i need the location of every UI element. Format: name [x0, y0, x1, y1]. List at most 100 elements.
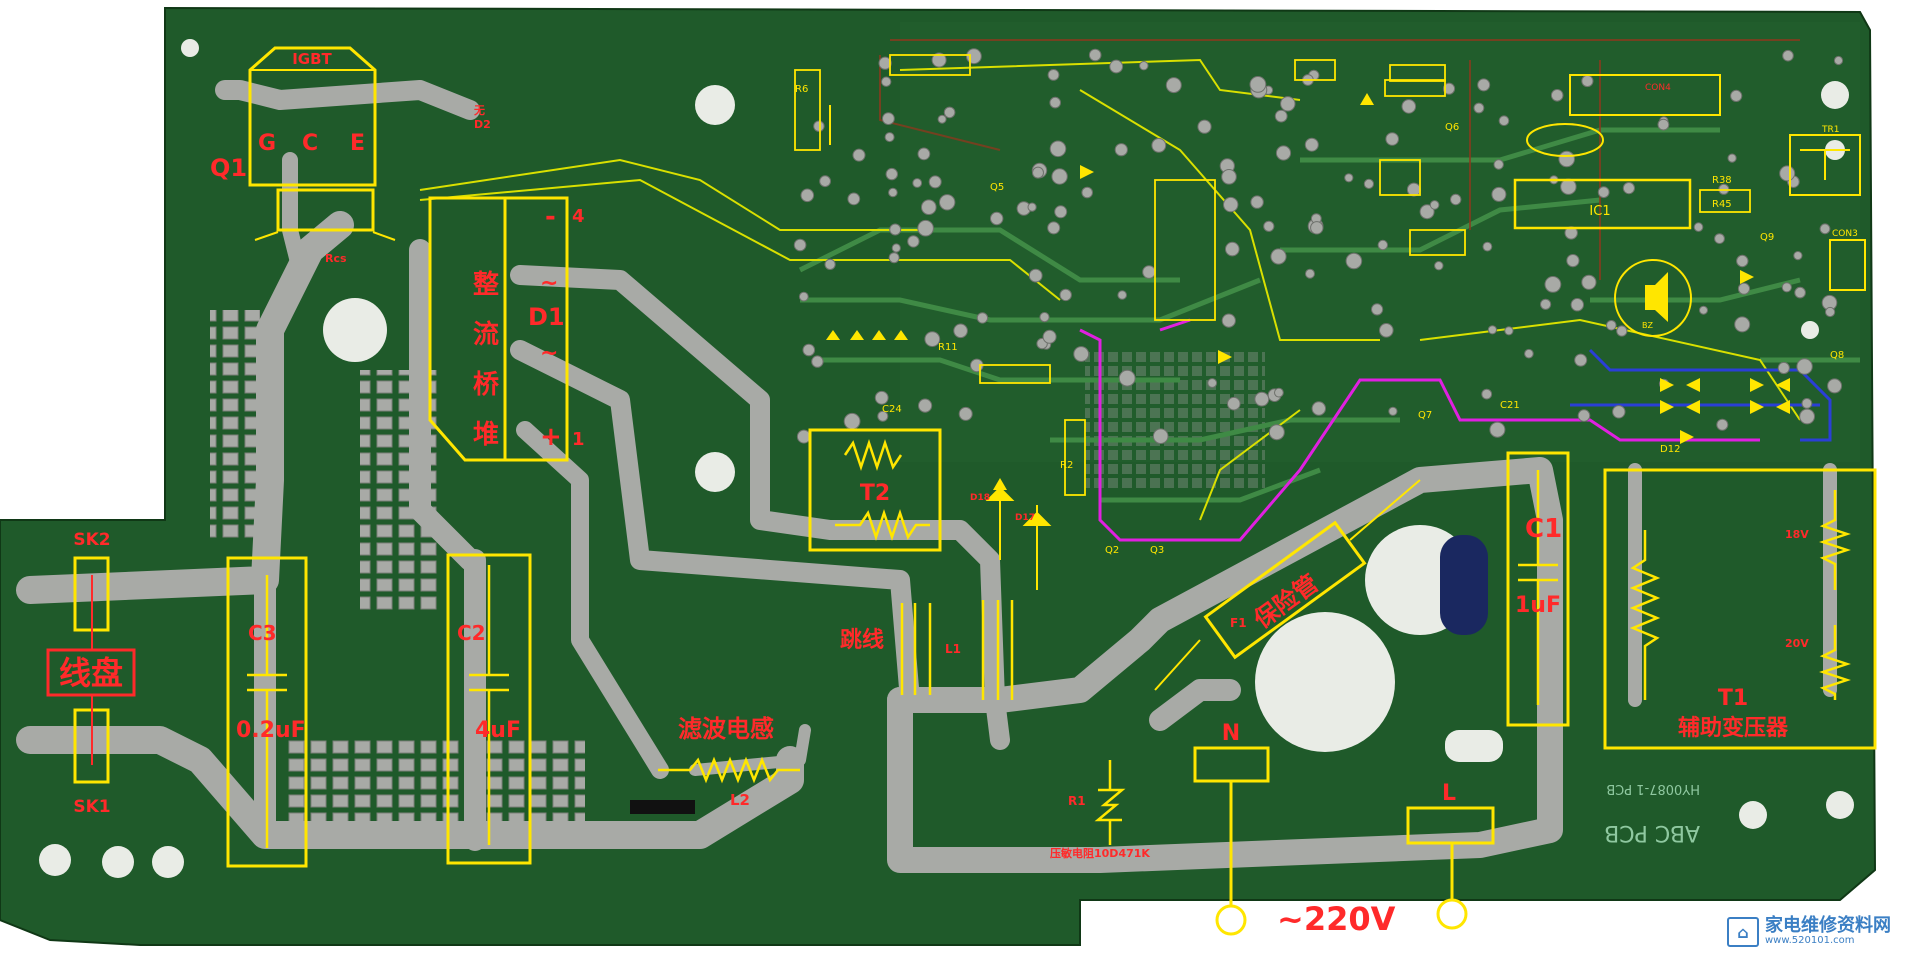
solder-pad — [1051, 168, 1068, 185]
solder-pad — [802, 343, 816, 357]
solder-pad — [1597, 186, 1610, 199]
mounting-hole — [152, 846, 184, 878]
t2-winding-top — [843, 439, 903, 471]
mounting-hole — [39, 844, 71, 876]
solder-pad — [1165, 77, 1182, 94]
mounting-hole — [323, 298, 387, 362]
solder-pad — [891, 243, 901, 253]
solder-pad — [1225, 241, 1240, 257]
solder-pad — [878, 56, 892, 70]
con3-label: CON3 — [1832, 229, 1858, 239]
solder-pad — [1504, 326, 1514, 336]
solder-pad — [1311, 401, 1327, 416]
solder-pad — [884, 132, 895, 143]
solder-pad — [1577, 409, 1591, 422]
sk2-label: SK2 — [73, 530, 110, 550]
solder-pad — [1581, 274, 1597, 290]
bridge-minus: - — [545, 202, 556, 232]
solder-pad — [1118, 369, 1136, 387]
solder-pad — [931, 52, 947, 68]
solder-pad — [1566, 254, 1580, 268]
solder-pad — [1450, 193, 1462, 206]
q6-label: Q6 — [1445, 122, 1459, 133]
bz-label: BZ — [1642, 321, 1653, 330]
solder-pad — [1612, 405, 1626, 419]
c3-value: 0.2uF — [236, 718, 306, 743]
solder-pad — [1280, 96, 1296, 112]
t1-20v-label: 20V — [1785, 637, 1809, 650]
solder-pad — [939, 194, 956, 211]
solder-pad — [1442, 82, 1456, 95]
q2-label: Q2 — [1105, 545, 1119, 556]
solder-pad — [958, 406, 973, 421]
c1-value: 1uF — [1515, 593, 1561, 618]
t2-box — [808, 428, 942, 552]
solder-pad — [953, 323, 968, 339]
igbt-pin-g: G — [258, 131, 276, 156]
mounting-hole — [181, 39, 199, 57]
solder-pad — [1377, 239, 1389, 251]
sk1-label: SK1 — [73, 797, 110, 817]
solder-pad — [819, 175, 831, 188]
small-ref-labels: Q2 Q3 Q5 Q6 Q7 Q8 Q9 D12 R2 C24 C21 R11 … — [795, 84, 1844, 556]
solder-pad — [1827, 378, 1843, 394]
solder-pad — [1794, 286, 1806, 299]
solder-pad — [921, 199, 937, 215]
solder-pad — [1274, 109, 1288, 123]
mounting-hole — [1821, 81, 1849, 109]
q8-label: Q8 — [1830, 350, 1844, 361]
solder-pad — [1042, 329, 1057, 344]
solder-pad — [1268, 424, 1285, 441]
solder-pad — [1779, 165, 1796, 182]
solder-pad — [1263, 220, 1275, 232]
solder-pad — [1616, 325, 1628, 337]
t1-secondary-20v — [1819, 625, 1851, 700]
c24-label: C24 — [882, 404, 902, 415]
solder-pad — [1117, 290, 1127, 300]
bridge-char-2: 流 — [473, 320, 499, 350]
igbt-pin-c: C — [302, 131, 318, 156]
l2-label: L2 — [730, 791, 750, 809]
highlight-magenta-path-2 — [1159, 318, 1191, 332]
solder-pad — [928, 175, 942, 189]
top-layer-traces — [879, 39, 1800, 280]
solder-pad — [1581, 74, 1594, 88]
solder-pad — [1049, 140, 1067, 158]
mounting-hole — [1826, 791, 1854, 819]
d17-label: D17 — [1015, 513, 1035, 523]
q7-label: Q7 — [1418, 410, 1432, 421]
c2-symbol — [469, 565, 509, 845]
solder-pad — [1540, 298, 1552, 310]
c2-value: 4uF — [475, 718, 521, 743]
fuse-box — [1203, 520, 1367, 660]
solder-pad — [1344, 173, 1354, 183]
bridge-char-4: 堆 — [473, 420, 499, 450]
t1-primary — [1629, 530, 1661, 700]
coil-label-box — [46, 648, 136, 697]
fuse-lead — [1154, 639, 1201, 691]
r6-label: R6 — [795, 84, 808, 95]
solder-pad — [1073, 346, 1090, 362]
solder-pad — [1207, 378, 1218, 388]
solder-pad — [976, 312, 989, 324]
c3-ref: C3 — [248, 621, 277, 645]
buzzer-outline — [1614, 259, 1692, 337]
n-label: N — [1222, 721, 1240, 746]
solder-pad — [1227, 396, 1241, 411]
solder-pad — [1142, 265, 1156, 279]
capacitor-body — [1440, 535, 1488, 635]
solder-pad — [881, 76, 892, 87]
solder-pad — [811, 355, 824, 368]
solder-pad — [1481, 388, 1493, 400]
solder-pad — [924, 331, 941, 348]
c3-symbol — [247, 575, 287, 848]
solder-pad — [1606, 320, 1617, 331]
l2-marker — [630, 800, 695, 814]
solder-pad — [1054, 205, 1068, 219]
solder-pad — [1434, 261, 1444, 271]
solder-pad — [1801, 398, 1813, 409]
l-label: L — [1442, 781, 1456, 806]
c1-ref: C1 — [1525, 514, 1562, 544]
ic1-outline — [1513, 178, 1692, 230]
